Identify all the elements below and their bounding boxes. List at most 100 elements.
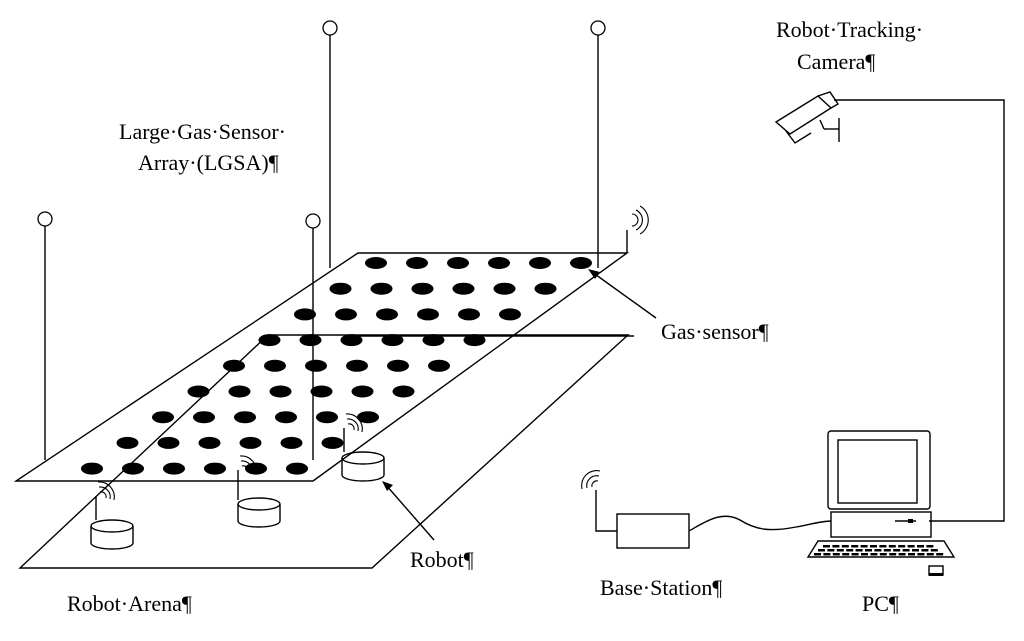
pc-icon [806, 430, 956, 576]
gas-sensor-dot [316, 411, 338, 424]
keyboard-key [855, 549, 863, 552]
gas-sensor-dot [447, 257, 469, 269]
keyboard-key [846, 549, 854, 552]
keyboard-key [930, 549, 938, 552]
gas-sensor-dot [321, 436, 344, 449]
pc-label: PC¶ [862, 591, 899, 616]
gas-sensor-dot [499, 308, 521, 321]
gas-sensor-dots [81, 257, 592, 475]
gas-sensor-dot [329, 282, 352, 295]
gas-sensor-dot [458, 308, 480, 321]
keyboard-key [917, 553, 925, 556]
keyboard-key [912, 549, 919, 552]
gas-sensor-dot [529, 257, 551, 269]
keyboard-key [893, 549, 901, 552]
camera-cable [834, 99, 1005, 522]
gas-sensor-dot [187, 385, 210, 398]
gas-sensor-dot [534, 282, 557, 295]
keyboard-key [841, 545, 849, 548]
gas-sensor-dot [346, 359, 368, 372]
robot-label: Robot¶ [410, 547, 474, 572]
gas-sensor-arrow-1 [591, 271, 657, 319]
keyboard-key [851, 545, 859, 548]
keyboard-key [921, 549, 929, 552]
gas-sensor-dot [275, 411, 297, 424]
gas-sensor-dot [335, 308, 357, 321]
base-station-icon [581, 470, 690, 549]
base-station-cable [688, 515, 832, 532]
gas-sensor-dot [286, 462, 308, 475]
robot-arrow [385, 484, 435, 541]
gas-sensor-dot [157, 436, 180, 449]
keyboard-key [836, 549, 844, 552]
keyboard-key [874, 549, 882, 552]
gas-sensor-dot [204, 462, 226, 475]
keyboard-key [861, 553, 868, 556]
keyboard-key [823, 553, 831, 556]
keyboard-key [870, 545, 877, 548]
gas-sensor-dot [81, 462, 103, 475]
lgsa-label-line1: Large·Gas·Sensor· [119, 119, 286, 144]
gas-sensor-dot [406, 257, 428, 269]
gas-sensor-dot [365, 257, 387, 269]
keyboard-key [827, 549, 835, 552]
gas-sensor-dot [239, 436, 262, 449]
keyboard-key [832, 545, 840, 548]
pole-head-front-left [37, 211, 53, 227]
camera-label-line1: Robot·Tracking· [776, 17, 923, 42]
gas-sensor-dot [488, 257, 510, 269]
gas-sensor-dot [228, 385, 251, 398]
tracking-camera-icon [774, 91, 840, 144]
pole-head-back-right [590, 20, 606, 36]
gas-sensor-dot [411, 282, 434, 295]
keyboard-key [879, 545, 887, 548]
gas-sensor-dot [310, 385, 333, 398]
keyboard-key [898, 545, 906, 548]
gas-sensor-dot [351, 385, 374, 398]
pointer-arrows [355, 269, 657, 541]
gas-sensor-dot [116, 436, 139, 449]
gas-sensor-dot [452, 282, 475, 295]
robot-2 [237, 455, 281, 528]
gas-sensor-dot [376, 308, 398, 321]
gas-sensor-dot [299, 334, 322, 347]
array-antenna [626, 205, 649, 253]
gas-sensor-dot [122, 462, 144, 475]
keyboard-key [926, 545, 934, 548]
keyboard-key [917, 545, 924, 548]
pole-head-back-left [322, 20, 338, 36]
gas-sensor-dot [387, 359, 409, 372]
keyboard-key [908, 553, 915, 556]
keyboard-key [814, 553, 821, 556]
keyboard-key [832, 553, 840, 556]
gas-sensor-dot [163, 462, 185, 475]
gas-sensor-dot [269, 385, 292, 398]
gas-sensor-dot [493, 282, 516, 295]
keyboard-key [818, 549, 825, 552]
keyboard-key [883, 549, 891, 552]
keyboard-key [888, 545, 896, 548]
gas-sensor-dot [294, 308, 316, 321]
gas-sensor-dot [357, 411, 379, 424]
gas-sensor-dot [417, 308, 439, 321]
gas-sensor-dot [234, 411, 256, 424]
keyboard-key [936, 553, 944, 556]
gas-sensor-dot [422, 334, 445, 347]
gas-sensor-dot [264, 359, 286, 372]
gas-sensor-dot [340, 334, 363, 347]
keyboard-key [865, 549, 872, 552]
gas-sensor-dot [381, 334, 404, 347]
gas-sensor-dot [198, 436, 221, 449]
gas-sensor-dot [370, 282, 393, 295]
gas-sensor-dot [392, 385, 415, 398]
gas-sensor-dot [223, 359, 245, 372]
pole-head-front-right [305, 213, 321, 229]
gas-sensor-dot [193, 411, 215, 424]
gas-sensor-dot [258, 334, 281, 347]
keyboard-key [898, 553, 906, 556]
robot-3 [341, 413, 385, 482]
suspension-poles [37, 20, 606, 460]
keyboard-key [860, 545, 868, 548]
robot-1 [90, 481, 134, 550]
